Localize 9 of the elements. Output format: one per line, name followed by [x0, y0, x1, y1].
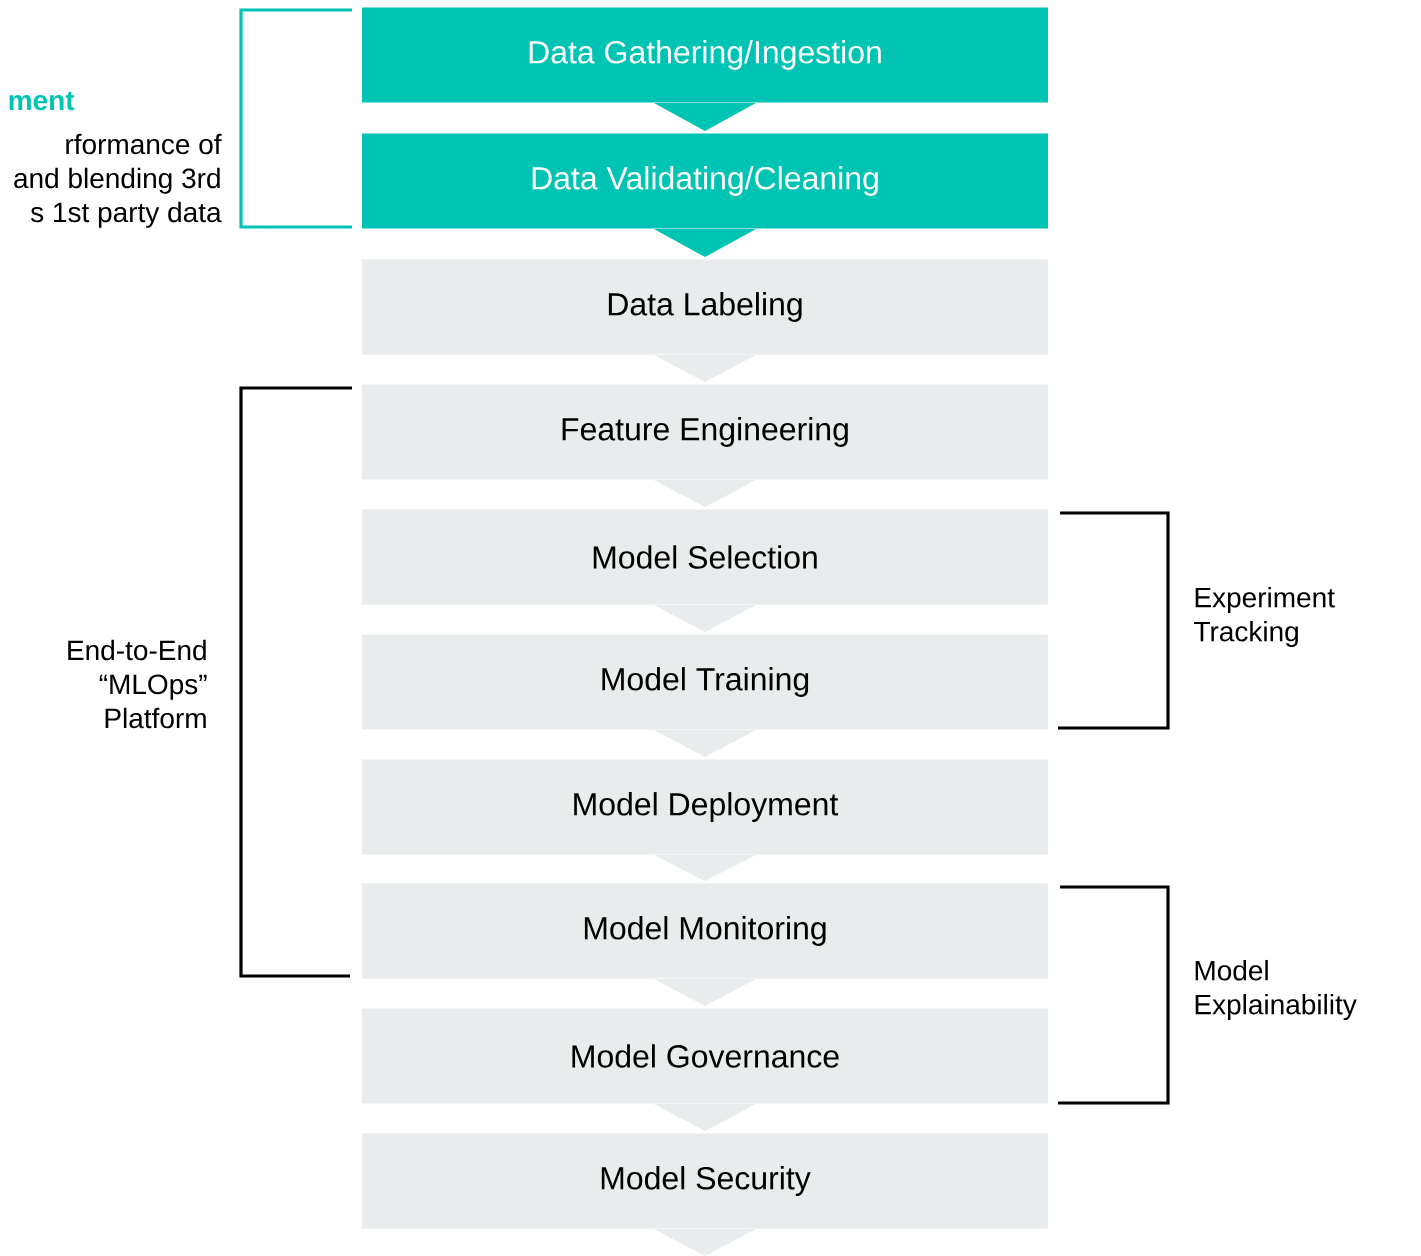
bracket-label: End-to-End “MLOps” Platform — [68, 639, 207, 729]
heading-text: ment — [9, 91, 75, 111]
description-text: s 1st party data — [30, 201, 222, 228]
bracket-label: Experiment Tracking — [1194, 586, 1335, 648]
description-text: rformance of — [66, 133, 222, 155]
bracket-label: Model Explainability — [1195, 959, 1357, 1021]
chevron-arrow — [654, 102, 756, 132]
description-text: and blending 3rd — [14, 167, 220, 194]
chevron-arrow — [654, 228, 756, 258]
